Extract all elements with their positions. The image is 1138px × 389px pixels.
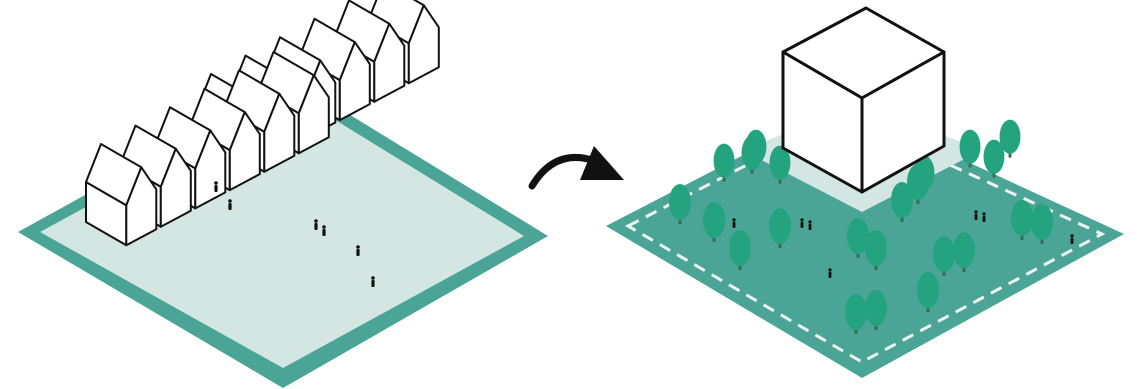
person-body <box>828 271 832 278</box>
tower-right-face <box>860 50 946 194</box>
person-body <box>732 221 736 228</box>
person-head <box>800 218 804 222</box>
person-body <box>808 223 812 230</box>
tree-crown <box>729 230 751 266</box>
rowhouse-neighborhood <box>18 0 548 388</box>
person-head <box>828 268 832 272</box>
tree-crown <box>769 145 791 180</box>
person-body <box>982 215 986 222</box>
house-gable <box>373 22 406 103</box>
person-head <box>982 212 986 216</box>
tree-crown <box>769 208 791 244</box>
tree-crown <box>959 129 981 164</box>
person-head <box>314 219 318 223</box>
person-head <box>228 199 232 203</box>
person-body <box>322 229 326 236</box>
person-head <box>808 220 812 224</box>
house-gable <box>263 92 296 173</box>
house-gable <box>407 4 440 85</box>
tree-crown <box>847 218 869 254</box>
house-gable <box>194 129 227 210</box>
person-head <box>974 210 978 214</box>
people-group <box>732 210 1074 278</box>
house-gable <box>338 41 371 122</box>
arrow-head <box>580 146 624 180</box>
person-body <box>356 249 360 256</box>
person-head <box>371 276 375 280</box>
tree-crown <box>1011 200 1033 236</box>
tree-crown <box>933 236 955 272</box>
person-body <box>371 280 375 287</box>
tree-crown <box>865 230 887 266</box>
tree-crown <box>865 290 887 326</box>
house-gable <box>228 111 261 192</box>
person-head <box>732 218 736 222</box>
tree-crown <box>999 119 1021 154</box>
house <box>85 143 158 247</box>
tree-crown <box>907 164 929 200</box>
tree-crown <box>953 232 975 268</box>
person-body <box>314 223 318 230</box>
house-gable <box>159 147 192 228</box>
tree-crown <box>713 143 735 178</box>
tower-building <box>781 6 946 194</box>
tree-crown <box>741 135 763 170</box>
person-body <box>974 213 978 220</box>
curved-arrow-icon <box>528 146 624 190</box>
person-head <box>1070 234 1074 238</box>
ground-inner <box>40 94 524 368</box>
person-body <box>800 221 804 228</box>
people-group <box>214 181 375 287</box>
person-body <box>1070 237 1074 244</box>
tree-crown <box>703 202 725 238</box>
person-body <box>228 203 232 210</box>
house-gable <box>297 74 330 155</box>
tree-crown <box>983 139 1005 174</box>
tree-crown <box>917 272 939 308</box>
person-head <box>214 181 218 185</box>
house-gable <box>125 166 158 247</box>
trees-back <box>713 119 1021 194</box>
trees-front <box>669 164 1053 334</box>
tower-park-neighborhood <box>606 6 1124 378</box>
tree-crown <box>1031 204 1053 240</box>
tree-crown <box>669 184 691 220</box>
person-head <box>322 225 326 229</box>
tree-crown <box>891 182 913 218</box>
person-body <box>214 185 218 192</box>
tree-crown <box>845 294 867 330</box>
person-head <box>356 245 360 249</box>
